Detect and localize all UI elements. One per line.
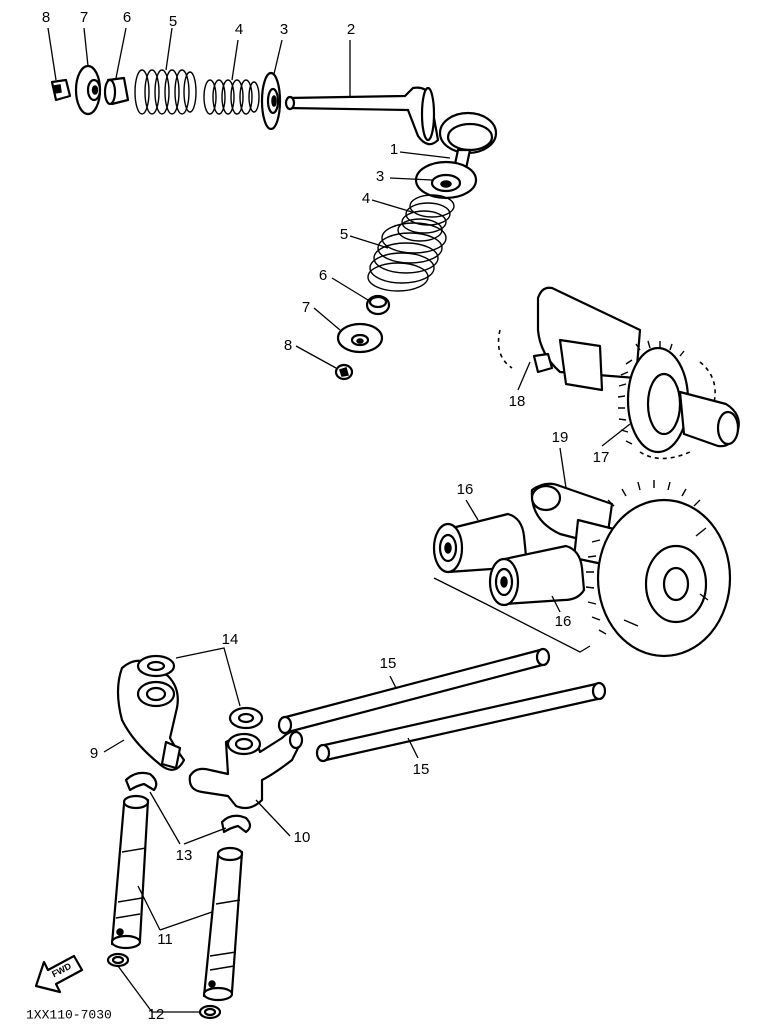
forward-arrow-icon: FWD — [34, 954, 84, 994]
callout-3-diag: 3 — [376, 168, 384, 185]
callout-6-diag: 6 — [319, 267, 327, 284]
cam-follower-16-lower — [488, 544, 586, 607]
callout-12: 12 — [148, 1006, 165, 1023]
callout-5-top: 5 — [169, 13, 177, 30]
push-rods-15 — [277, 647, 607, 763]
rocker-arm-10 — [188, 730, 304, 810]
callout-18: 18 — [509, 393, 526, 410]
callout-labels: 8 7 6 5 4 3 2 1 3 4 5 6 7 8 18 17 19 16 … — [26, 9, 609, 1023]
callout-16-lower: 16 — [555, 613, 572, 630]
spring-retainer-7-top — [74, 64, 102, 116]
outer-spring-5-top — [134, 69, 197, 115]
washer-12-right — [198, 1004, 222, 1020]
exhaust-valve-2 — [284, 86, 440, 146]
callout-2: 2 — [347, 21, 355, 38]
push-rod-15-lower — [315, 681, 607, 763]
clip-13-upper — [124, 771, 158, 792]
callout-1: 1 — [390, 141, 398, 158]
dowel-pin-18 — [532, 352, 554, 374]
callout-17: 17 — [593, 449, 610, 466]
push-rod-15-upper — [277, 647, 551, 735]
valve-cotter-8-top — [50, 78, 72, 102]
diagram-code: 1XX110-7030 — [26, 1007, 112, 1022]
stem-seal-6-diag — [365, 294, 391, 316]
leader-lines — [47, 27, 631, 1013]
rocker-shaft-11-right — [202, 846, 244, 1002]
inner-spring-4-top — [203, 79, 260, 115]
cam-gear-19 — [585, 480, 732, 658]
callout-19: 19 — [552, 429, 569, 446]
spring-seat-3-top — [260, 71, 282, 131]
clip-13-lower — [220, 814, 252, 834]
callout-4-diag: 4 — [362, 190, 370, 207]
camshaft-19-assembly — [432, 480, 732, 658]
callout-9: 9 — [90, 745, 98, 762]
intake-valve-assembly — [334, 111, 498, 381]
washer-14-upper — [136, 654, 176, 678]
spring-retainer-7-diag — [336, 322, 384, 354]
outer-spring-5-diag — [367, 222, 447, 292]
callout-13: 13 — [176, 847, 193, 864]
callout-8-diag: 8 — [284, 337, 292, 354]
stem-seal-6-top — [103, 76, 130, 106]
valve-cotter-8-diag — [334, 363, 354, 381]
callout-7-top: 7 — [80, 9, 88, 26]
callout-11: 11 — [157, 931, 173, 948]
intake-valve-1 — [438, 111, 498, 180]
cam-follower-16-upper — [432, 512, 528, 574]
callout-4-top: 4 — [235, 21, 243, 38]
spring-seat-3-diag — [414, 160, 478, 200]
callout-10: 10 — [294, 829, 311, 846]
washer-14-lower — [228, 706, 264, 730]
callout-15-upper: 15 — [380, 655, 397, 672]
callout-3-top: 3 — [280, 21, 288, 38]
top-valve-assembly — [50, 64, 440, 146]
callout-7-diag: 7 — [302, 299, 310, 316]
callout-14: 14 — [222, 631, 239, 648]
callout-8-top: 8 — [42, 9, 50, 26]
callout-16-upper: 16 — [457, 481, 474, 498]
callout-15-lower: 15 — [413, 761, 430, 778]
callout-5-diag: 5 — [340, 226, 348, 243]
camshaft-assembly — [497, 286, 740, 460]
rocker-shaft-11-left — [110, 794, 150, 950]
rocker-arm-9 — [116, 659, 186, 771]
washer-12-left — [106, 952, 130, 968]
callout-6-top: 6 — [123, 9, 131, 26]
